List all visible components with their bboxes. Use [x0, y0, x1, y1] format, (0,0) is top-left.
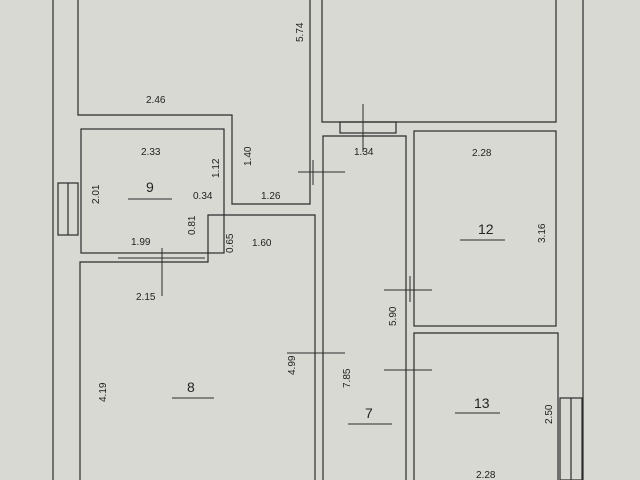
room-9-wall: [80, 128, 225, 254]
walls: [52, 0, 584, 480]
dim-5-90: 5.90: [388, 306, 399, 326]
room-7-wall: [322, 135, 407, 480]
room-13-wall: [413, 332, 559, 480]
dim-0-65: 0.65: [225, 233, 236, 253]
dim-2-28-top: 2.28: [472, 148, 492, 159]
door-top: [339, 121, 397, 134]
room-label-8: 8: [187, 379, 195, 395]
dim-2-28-bottom: 2.28: [476, 470, 496, 480]
dim-2-15: 2.15: [136, 292, 156, 303]
dim-1-99: 1.99: [131, 237, 151, 248]
dim-7-85: 7.85: [342, 368, 353, 388]
room-label-9: 9: [146, 179, 154, 195]
room-8-wall: [79, 214, 316, 480]
dim-2-01: 2.01: [91, 184, 102, 204]
room-label-12: 12: [478, 221, 494, 237]
dim-4-19: 4.19: [98, 382, 109, 402]
dim-0-34: 0.34: [193, 191, 213, 202]
room-label-13: 13: [474, 395, 490, 411]
room-label-7: 7: [365, 405, 373, 421]
room-top-left-wall: [77, 0, 311, 205]
dim-3-16: 3.16: [537, 223, 548, 243]
dim-0-81: 0.81: [187, 215, 198, 235]
outer-wall-outer: [52, 0, 584, 480]
dim-1-40: 1.40: [243, 146, 254, 166]
dim-5-74: 5.74: [295, 22, 306, 42]
dim-1-26: 1.26: [261, 191, 281, 202]
dim-2-33: 2.33: [141, 147, 161, 158]
door-marks: [118, 104, 432, 371]
room-12-wall: [413, 130, 557, 327]
dim-4-99: 4.99: [287, 355, 298, 375]
dim-1-12: 1.12: [211, 158, 222, 178]
dim-1-34: 1.34: [354, 147, 374, 158]
room-top-right-wall: [321, 0, 557, 123]
dim-2-46: 2.46: [146, 95, 166, 106]
dim-2-50: 2.50: [544, 404, 555, 424]
dim-1-60: 1.60: [252, 238, 272, 249]
